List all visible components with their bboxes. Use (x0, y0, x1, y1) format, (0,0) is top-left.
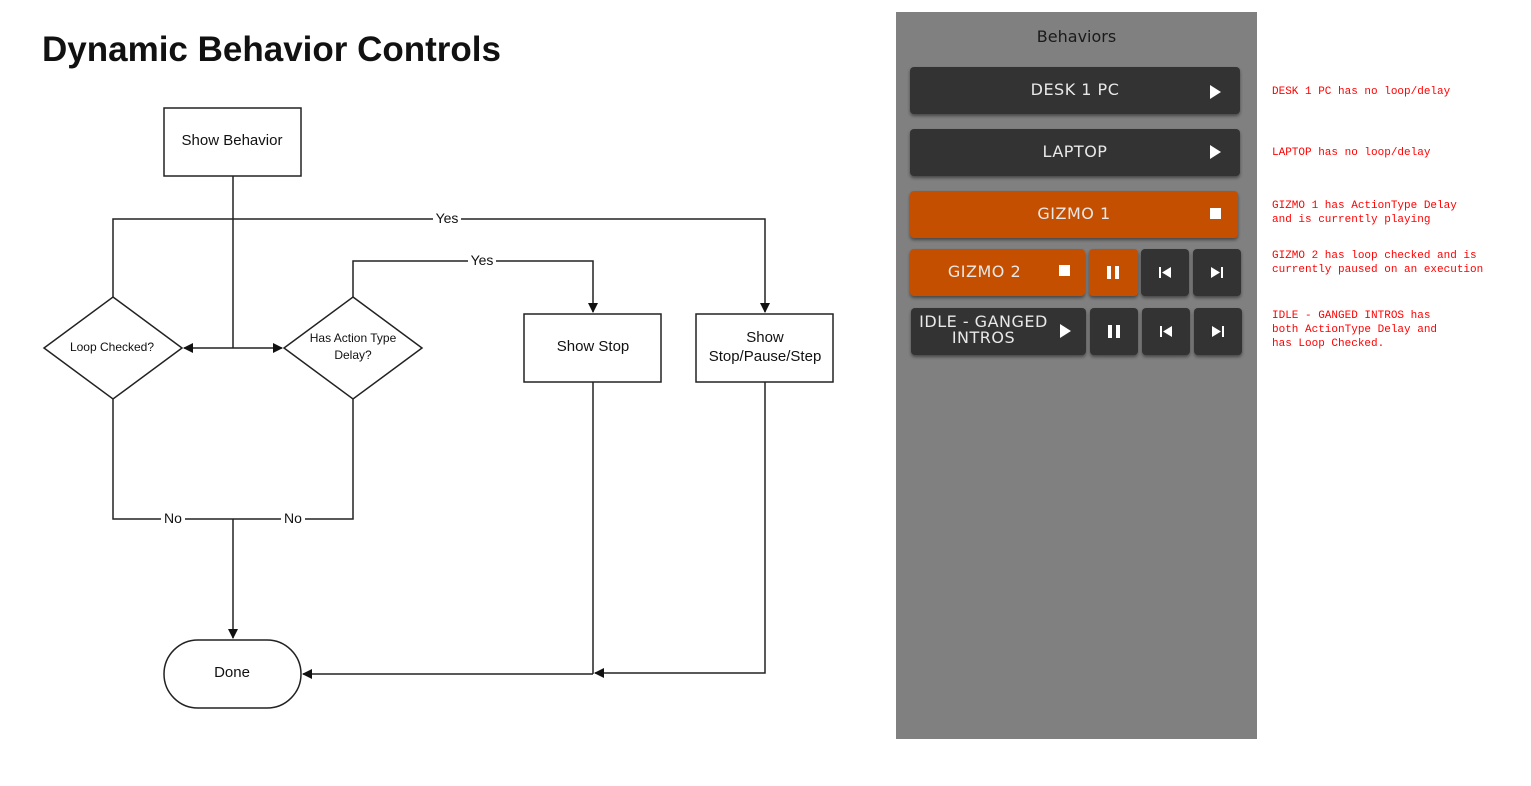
idle-ganged-intros-step-forward-button[interactable] (1194, 308, 1242, 355)
behavior-label: GIZMO 2 (947, 262, 1022, 281)
node-show-stop-pause-label-1: Show (746, 329, 784, 346)
behaviors-panel: Behaviors DESK 1 PC LAPTOP GIZMO 1 GIZMO… (896, 12, 1257, 739)
idle-ganged-intros-pause-button[interactable] (1090, 308, 1138, 355)
annotation-gizmo-2: GIZMO 2 has loop checked and is currentl… (1272, 250, 1484, 276)
gizmo-2-step-back-button[interactable] (1141, 249, 1189, 296)
annotation-laptop: LAPTOP has no loop/delay (1272, 147, 1431, 159)
edge-label-no-left: No (164, 510, 182, 526)
edge-stop-pause-down (594, 382, 766, 678)
edge-label-no-right: No (284, 510, 302, 526)
edge-delay-yes (352, 260, 598, 313)
stop-icon (1210, 208, 1221, 219)
idle-ganged-intros-step-back-button[interactable] (1142, 308, 1190, 355)
edge-delay-no (233, 399, 354, 520)
node-loop-checked-label: Loop Checked? (70, 340, 154, 354)
annotation-desk-1-pc: DESK 1 PC has no loop/delay (1272, 86, 1451, 98)
play-icon (1060, 324, 1071, 338)
play-icon (1210, 145, 1221, 159)
node-show-behavior-label: Show Behavior (182, 132, 283, 149)
node-done (163, 639, 302, 709)
behavior-label: GIZMO 1 (1037, 204, 1111, 223)
node-action-delay-label-2: Delay? (334, 348, 372, 362)
edge-loop-no (112, 399, 233, 520)
behavior-button-desk-1-pc[interactable]: DESK 1 PC (910, 67, 1240, 114)
node-show-stop-pause-label-2: Stop/Pause/Step (709, 348, 822, 365)
step-back-icon (1160, 326, 1172, 337)
node-action-delay-label-1: Has Action Type (310, 331, 397, 345)
pause-icon (1107, 266, 1119, 279)
gizmo-2-step-forward-button[interactable] (1193, 249, 1241, 296)
gizmo-2-pause-button[interactable] (1089, 249, 1138, 296)
pause-icon (1108, 325, 1120, 338)
behavior-label-line-1: IDLE - GANGED (919, 312, 1048, 331)
play-icon (1210, 85, 1221, 99)
node-show-behavior (163, 107, 302, 177)
edge-label-yes-top: Yes (436, 210, 459, 226)
step-forward-icon (1212, 326, 1224, 337)
step-back-icon (1159, 267, 1171, 278)
behavior-button-gizmo-1[interactable]: GIZMO 1 (910, 191, 1238, 238)
edge-label-yes-mid: Yes (471, 252, 494, 268)
behavior-label: DESK 1 PC (1030, 80, 1120, 99)
behaviors-panel-title: Behaviors (1036, 27, 1117, 46)
flowchart: Show Behavior Loop Checked? Has Action T… (42, 107, 834, 709)
node-show-stop (523, 313, 662, 383)
annotation-idle-ganged-intros: IDLE - GANGED INTROS has both ActionType… (1272, 310, 1438, 350)
edge-loop-yes (112, 218, 770, 313)
node-show-stop-pause-step (695, 313, 834, 383)
step-forward-icon (1211, 267, 1223, 278)
behavior-button-laptop[interactable]: LAPTOP (910, 129, 1240, 176)
behavior-button-idle-ganged-intros[interactable]: IDLE - GANGED INTROS (911, 308, 1086, 355)
node-done-label: Done (214, 664, 250, 681)
behavior-label: LAPTOP (1042, 142, 1108, 161)
page-title: Dynamic Behavior Controls (42, 30, 501, 69)
stop-icon (1059, 265, 1070, 276)
node-show-stop-label: Show Stop (557, 338, 630, 355)
annotation-gizmo-1: GIZMO 1 has ActionType Delay and is curr… (1272, 200, 1457, 226)
behavior-label-line-2: INTROS (951, 328, 1016, 347)
behavior-button-gizmo-2[interactable]: GIZMO 2 (910, 249, 1085, 296)
